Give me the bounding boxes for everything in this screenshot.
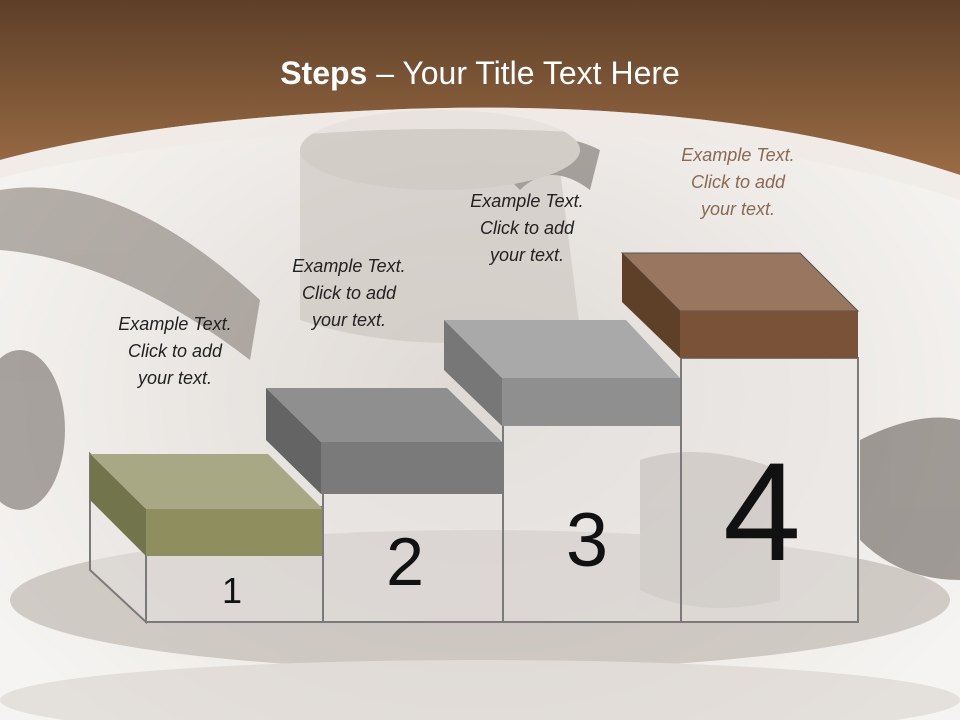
step-1[interactable]: 1	[89, 451, 324, 625]
page-title[interactable]: Steps – Your Title Text Here	[0, 55, 960, 92]
cookware-photo	[0, 110, 960, 720]
title-bold: Steps	[280, 55, 368, 91]
header-swoosh	[0, 107, 960, 200]
caption-line: Example Text.	[681, 145, 795, 165]
step-4-caption[interactable]: Example Text. Click to add your text.	[658, 142, 818, 223]
step-3-number: 3	[566, 498, 608, 583]
caption-line: your text.	[137, 368, 213, 388]
caption-line: your text.	[489, 245, 565, 265]
caption-line: Click to add	[127, 341, 223, 361]
caption-line: Example Text.	[118, 314, 232, 334]
caption-line: Example Text.	[292, 256, 406, 276]
step-3-caption[interactable]: Example Text. Click to add your text.	[447, 188, 607, 269]
title-rest: – Your Title Text Here	[367, 55, 680, 91]
step-2-caption[interactable]: Example Text. Click to add your text.	[269, 253, 429, 334]
step-1-block	[146, 509, 323, 556]
step-2[interactable]: 2	[266, 388, 504, 623]
step-2-number: 2	[386, 524, 424, 600]
caption-line: Click to add	[301, 283, 397, 303]
step-2-block	[321, 442, 502, 494]
step-1-number: 1	[222, 570, 242, 611]
caption-line: your text.	[311, 310, 387, 330]
caption-line: your text.	[700, 199, 776, 219]
header-band	[0, 0, 960, 175]
step-3[interactable]: 3	[444, 320, 682, 623]
step-4-number: 4	[723, 433, 801, 590]
caption-line: Example Text.	[470, 191, 584, 211]
step-3-block	[502, 378, 680, 426]
step-4-block	[680, 311, 858, 358]
caption-line: Click to add	[690, 172, 786, 192]
caption-line: Click to add	[479, 218, 575, 238]
step-4[interactable]: 4	[620, 252, 860, 623]
step-1-caption[interactable]: Example Text. Click to add your text.	[95, 311, 255, 392]
